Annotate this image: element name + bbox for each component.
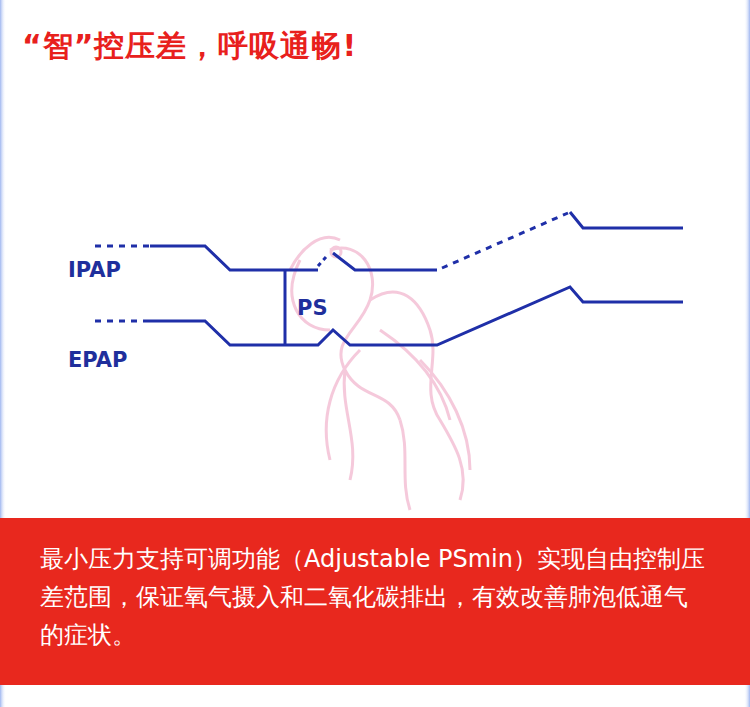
signal-name: IPAP xyxy=(68,258,121,282)
caption-text: 最小压力支持可调功能（Adjustable PSmin）实现自由控制压差范围，保… xyxy=(40,540,710,654)
ps-bracket xyxy=(284,270,287,345)
signal-name: EPAP xyxy=(68,348,127,372)
phoenix-watermark xyxy=(290,237,470,510)
caption-band: 最小压力支持可调功能（Adjustable PSmin）实现自由控制压差范围，保… xyxy=(0,518,750,685)
ipap-curve xyxy=(95,212,683,270)
pressure-support-label: PS xyxy=(297,296,328,320)
epap-curve xyxy=(95,287,683,345)
page-title: “智”控压差，呼吸通畅! xyxy=(22,26,357,67)
